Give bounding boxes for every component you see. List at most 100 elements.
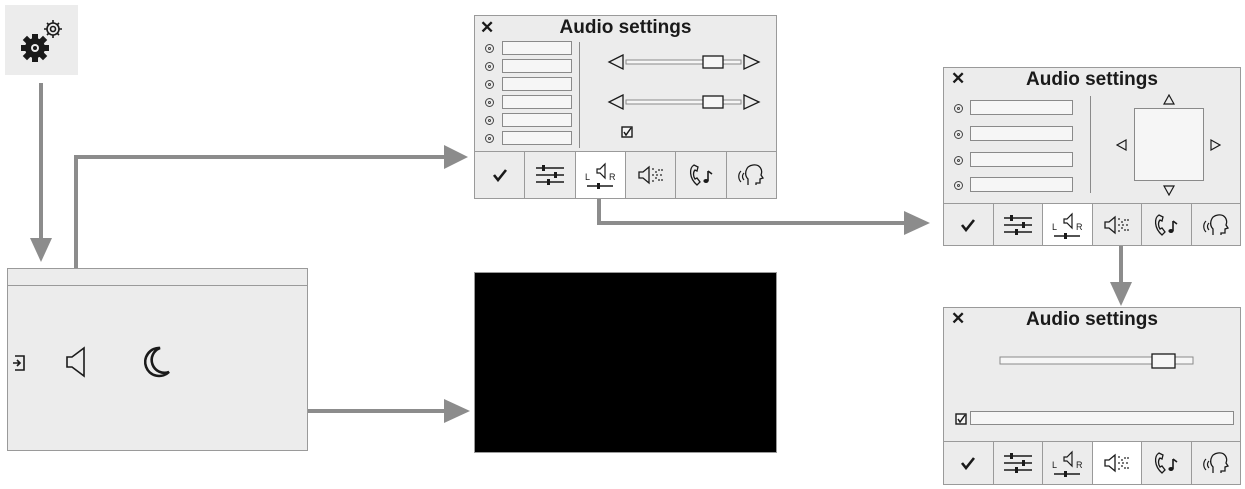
checkbox-checked[interactable] [621, 126, 633, 138]
balance-left-label: L [1052, 222, 1057, 232]
list-field[interactable] [970, 100, 1073, 115]
sound-effect-tab[interactable] [626, 152, 677, 198]
list-field[interactable] [970, 126, 1073, 141]
phone-music-icon [1155, 452, 1178, 474]
checkbox-checked[interactable] [955, 413, 967, 425]
settings-button[interactable] [5, 5, 78, 75]
media-panel [7, 268, 308, 451]
voice-head-icon [1202, 452, 1229, 473]
phone-music-icon [689, 164, 713, 186]
checkmark-icon [961, 218, 976, 232]
speaker-spread-icon [1104, 453, 1129, 473]
audio-settings-panel-1: ✕ Audio settings [474, 15, 777, 199]
voice-head-icon [738, 164, 765, 185]
equalizer-tab[interactable] [525, 152, 576, 198]
equalizer-sliders-icon [1003, 214, 1032, 235]
list-field[interactable] [502, 41, 572, 55]
balance-lr-icon: L R [1052, 212, 1083, 239]
arrow-balance-to-audio2 [597, 190, 908, 225]
arrowhead-down-1 [30, 238, 52, 262]
equalizer-tab[interactable] [994, 442, 1043, 484]
voice-head-icon [1202, 213, 1229, 235]
equalizer-sliders-icon [535, 165, 564, 185]
close-icon[interactable]: ✕ [951, 309, 966, 328]
balance-right-label: R [609, 172, 616, 182]
list-field[interactable] [502, 77, 572, 91]
divider [579, 42, 580, 148]
level-slider[interactable] [999, 352, 1195, 370]
checkmark-icon [961, 457, 976, 470]
speaker-spread-icon [637, 165, 663, 185]
equalizer-tab[interactable] [994, 204, 1043, 245]
sound-effect-tab[interactable] [1093, 204, 1142, 245]
call-music-tab[interactable] [1142, 442, 1192, 484]
balance-tab[interactable]: L R [1043, 204, 1093, 245]
pad-arrow-left[interactable] [1116, 139, 1127, 151]
list-field[interactable] [970, 152, 1073, 167]
close-icon[interactable]: ✕ [480, 18, 495, 37]
audio-settings-panel-2: ✕ Audio settings L R [943, 67, 1241, 246]
list-field[interactable] [502, 59, 572, 73]
list-field[interactable] [502, 95, 572, 109]
audio-tabbar-3: L R [944, 441, 1240, 484]
radio-option[interactable] [954, 130, 963, 139]
balance-tab[interactable]: L R [1043, 442, 1093, 484]
radio-option[interactable] [485, 116, 494, 125]
confirm-tab[interactable] [944, 204, 994, 245]
media-panel-header [8, 269, 307, 286]
voice-tab[interactable] [727, 152, 776, 198]
settings-gears-icon [21, 20, 62, 62]
call-music-tab[interactable] [676, 152, 727, 198]
radio-option[interactable] [954, 156, 963, 165]
night-moon-icon[interactable] [140, 345, 172, 379]
pad-arrow-right[interactable] [1210, 139, 1221, 151]
list-field[interactable] [502, 131, 572, 145]
voice-tab[interactable] [1192, 442, 1241, 484]
audio-settings-panel-3: ✕ Audio settings L R [943, 307, 1241, 485]
divider [1090, 96, 1091, 193]
close-icon[interactable]: ✕ [951, 69, 966, 88]
balance-lr-icon: L R [585, 162, 616, 189]
balance-tab[interactable]: L R [575, 152, 626, 198]
panel-title: Audio settings [559, 17, 692, 38]
radio-option[interactable] [485, 44, 494, 53]
radio-option[interactable] [954, 104, 963, 113]
balance-right-label: R [1076, 460, 1083, 470]
sound-effect-tab[interactable] [1092, 442, 1142, 484]
source-input-icon[interactable] [12, 354, 26, 372]
radio-option[interactable] [485, 62, 494, 71]
balance-lr-icon: L R [1052, 450, 1083, 477]
audio-tabbar-2: L R [944, 203, 1240, 245]
confirm-tab[interactable] [475, 152, 526, 198]
pad-arrow-up[interactable] [1163, 94, 1175, 105]
balance-left-label: L [1052, 460, 1057, 470]
list-field[interactable] [970, 177, 1073, 192]
equalizer-sliders-icon [1003, 453, 1032, 473]
panel-title: Audio settings [1026, 69, 1158, 90]
confirm-tab[interactable] [944, 442, 994, 484]
arrowhead-right-2 [444, 399, 470, 423]
list-field[interactable] [502, 113, 572, 127]
speaker-icon[interactable] [64, 345, 90, 379]
radio-option[interactable] [485, 134, 494, 143]
arrowhead-right-3 [904, 211, 930, 235]
call-music-tab[interactable] [1142, 204, 1192, 245]
radio-option[interactable] [485, 80, 494, 89]
phone-music-icon [1155, 213, 1178, 236]
radio-option[interactable] [485, 98, 494, 107]
level-slider-1[interactable] [607, 53, 762, 71]
checkmark-icon [492, 169, 507, 182]
pad-arrow-down[interactable] [1163, 185, 1175, 196]
voice-tab[interactable] [1192, 204, 1241, 245]
audio-tabbar-1: L R [475, 151, 776, 198]
option-field[interactable] [970, 411, 1234, 425]
radio-option[interactable] [954, 181, 963, 190]
screen-off-display [474, 272, 777, 453]
balance-left-label: L [585, 172, 590, 182]
speaker-spread-icon [1104, 215, 1129, 234]
level-slider-2[interactable] [607, 93, 762, 111]
arrowhead-right-1 [444, 145, 468, 169]
fader-pad[interactable] [1134, 108, 1204, 181]
arrowhead-down-2 [1110, 282, 1132, 306]
balance-right-label: R [1076, 222, 1083, 232]
